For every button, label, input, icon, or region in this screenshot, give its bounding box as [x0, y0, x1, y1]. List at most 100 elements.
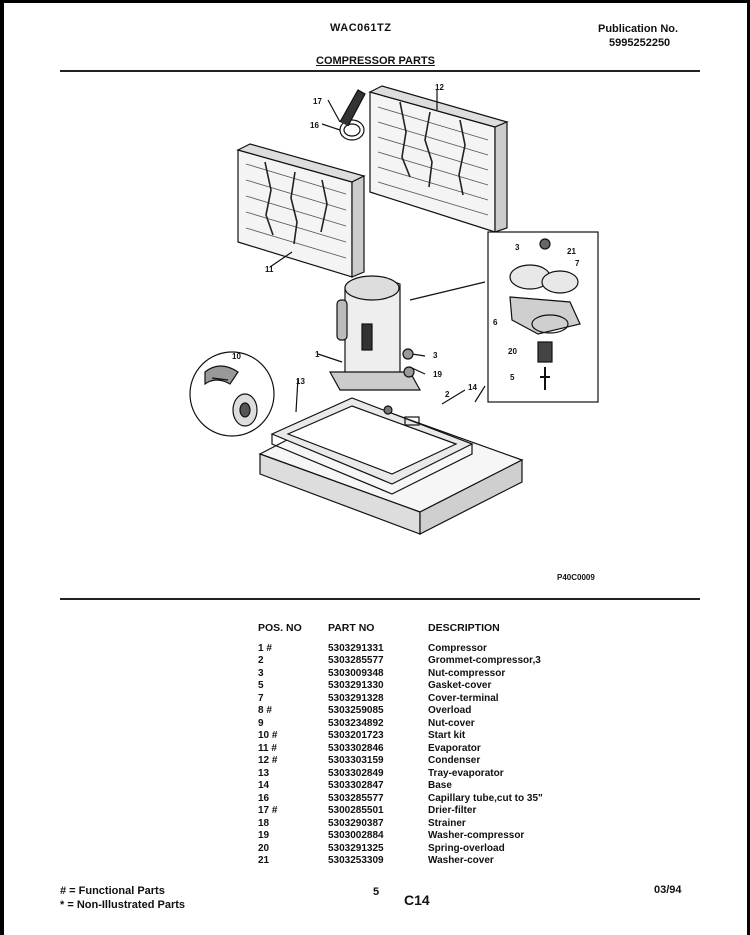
publication-number: 5995252250 [609, 37, 671, 49]
diagram-callout: 5 [510, 373, 515, 382]
diagram-rule [60, 598, 700, 600]
legend-functional: # = Functional Parts [60, 885, 165, 897]
pos-cell: 17 # [258, 805, 278, 816]
part-number-cell: 5303234892 [328, 717, 384, 729]
diagram-callout: 20 [508, 347, 517, 356]
description-cell: Nut-cover [428, 717, 475, 729]
diagram-callout: 3 [433, 351, 438, 360]
drawing-code: P40C0009 [557, 573, 595, 582]
part-number-cell: 5300285501 [328, 805, 384, 816]
scan-border-left [0, 0, 4, 935]
description-cell: Cover-terminal [428, 692, 499, 704]
pos-cell: 19 [258, 830, 270, 841]
diagram-callout: 11 [265, 265, 274, 274]
scan-border-right [747, 0, 750, 935]
description-cell: Evaporator [428, 742, 481, 754]
description-cell: Washer-compressor [428, 830, 525, 841]
desc-header: DESCRIPTION [428, 622, 500, 634]
pos-cell: 11 # [258, 742, 277, 754]
description-cell: Base [428, 780, 452, 791]
part-number-cell: 5303009348 [328, 667, 384, 679]
part-number-cell: 5303002884 [328, 830, 384, 841]
part-number-cell: 5303285577 [328, 655, 384, 666]
diagram-callout: 1 [315, 350, 320, 359]
part-number-cell: 5303302849 [328, 767, 384, 779]
scan-border-top [0, 0, 750, 3]
pos-cell: 21 [258, 855, 270, 866]
part-number-cell: 5303259085 [328, 705, 384, 716]
description-cell: Tray-evaporator [428, 767, 504, 779]
compressor-drawing [328, 275, 422, 391]
legend-non-illustrated: * = Non-Illustrated Parts [60, 899, 186, 911]
header-rule [60, 70, 700, 72]
diagram-callout: 21 [567, 247, 576, 256]
pos-cell: 16 [258, 792, 270, 804]
part-number-cell: 5303201723 [328, 730, 384, 741]
description-cell: Washer-cover [428, 855, 494, 866]
pos-cell: 14 [258, 780, 270, 791]
capillary-tube-drawing [339, 89, 366, 141]
description-cell: Condenser [428, 755, 481, 766]
part-number-cell: 5303290387 [328, 817, 384, 829]
pos-cell: 9 [258, 717, 264, 729]
table-row: 16 5303285577 Capillary tube,cut to 35" [258, 793, 628, 806]
table-row: 11 # 5303302846 Evaporator [258, 743, 628, 756]
section-title: COMPRESSOR PARTS [316, 55, 435, 67]
table-row: 14 5303302847 Base [258, 780, 628, 793]
table-row: 17 # 5300285501 Drier-filter [258, 805, 628, 818]
pos-cell: 18 [258, 817, 270, 829]
description-cell: Gasket-cover [428, 680, 492, 691]
description-cell: Compressor [428, 642, 487, 654]
pos-cell: 1 # [258, 642, 272, 654]
pos-cell: 7 [258, 692, 264, 704]
diagram-callout: 3 [515, 243, 520, 252]
description-cell: Nut-compressor [428, 667, 506, 679]
pos-cell: 20 [258, 842, 270, 854]
description-cell: Start kit [428, 730, 466, 741]
part-number-cell: 5303291330 [328, 680, 384, 691]
table-row: 5 5303291330 Gasket-cover [258, 680, 628, 693]
table-row: 19 5303002884 Washer-compressor [258, 830, 628, 843]
diagram-callout: 6 [493, 318, 498, 327]
publication-label: Publication No. [598, 23, 679, 35]
part-header: PART NO [328, 622, 375, 634]
diagram-callout: 19 [433, 370, 442, 379]
part-number-cell: 5303291325 [328, 842, 384, 854]
description-cell: Grommet-compressor,3 [428, 655, 541, 666]
page-number: 5 [373, 886, 380, 898]
pos-cell: 13 [258, 767, 270, 779]
table-row: 12 # 5303303159 Condenser [258, 755, 628, 768]
description-cell: Drier-filter [428, 805, 477, 816]
description-cell: Overload [428, 705, 472, 716]
part-number-cell: 5303285577 [328, 792, 384, 804]
diagram-callout: 12 [435, 83, 444, 92]
table-row: 9 5303234892 Nut-cover [258, 718, 628, 731]
diagram-callout: 13 [296, 377, 305, 386]
part-number-cell: 5303303159 [328, 755, 384, 766]
diagram-callout: 2 [445, 390, 450, 399]
table-row: 2 5303285577 Grommet-compressor,3 [258, 655, 628, 668]
pos-cell: 12 # [258, 755, 278, 766]
pos-cell: 8 # [258, 705, 272, 716]
parts-table: POS. NO PART NO DESCRIPTION 1 #530329133… [258, 622, 628, 868]
part-number-cell: 5303302847 [328, 780, 384, 791]
terminal-detail-inset [409, 231, 599, 403]
start-kit-detail-inset [189, 351, 275, 437]
part-number-cell: 5303291331 [328, 642, 384, 654]
diagram-callout: 10 [232, 352, 241, 361]
pos-cell: 5 [258, 680, 264, 691]
diagram-callout: 14 [468, 383, 477, 392]
description-cell: Spring-overload [428, 842, 505, 854]
pos-cell: 2 [258, 655, 264, 666]
evaporator-coil-drawing [236, 143, 366, 278]
part-number-cell: 5303302846 [328, 742, 384, 754]
table-row: 13 5303302849 Tray-evaporator [258, 768, 628, 781]
description-cell: Capillary tube,cut to 35" [428, 792, 543, 804]
base-pan-drawing [258, 397, 524, 535]
part-number-cell: 5303253309 [328, 855, 384, 866]
model-number: WAC061TZ [330, 22, 392, 34]
exploded-parts-diagram: 17 16 12 11 3 21 7 6 10 1 3 19 13 2 14 2… [189, 83, 599, 535]
